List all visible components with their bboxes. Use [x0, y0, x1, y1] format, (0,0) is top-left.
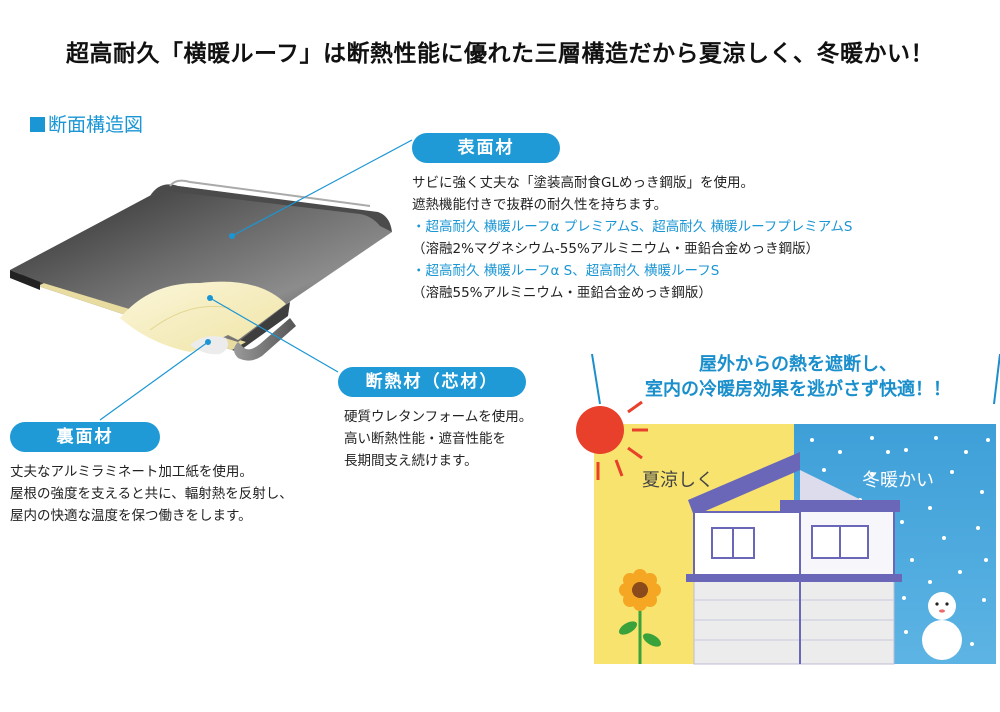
leader-dot-backing — [205, 339, 211, 345]
snowman-icon — [922, 592, 962, 660]
benefit-message: 屋外からの熱を遮断し、 室内の冷暖房効果を逃がさず快適！！ — [600, 352, 996, 402]
house-floor-band — [686, 574, 902, 582]
square-bullet-icon — [30, 117, 45, 132]
house-illustration: 夏涼しく 冬暖かい — [576, 400, 996, 665]
panel-hook — [234, 318, 296, 361]
snow-dots — [810, 436, 990, 646]
winter-label: 冬暖かい — [862, 470, 934, 491]
surface-material-top — [10, 185, 392, 342]
insulation-description: 硬質ウレタンフォームを使用。 高い断熱性能・遮音性能を 長期間支え続けます。 — [344, 406, 532, 472]
benefit-message-line-1: 屋外からの熱を遮断し、 — [699, 354, 897, 375]
backing-line-3: 屋内の快適な温度を保つ働きをします。 — [10, 508, 252, 524]
leader-dot-surface — [229, 233, 235, 239]
panel-rib — [150, 184, 392, 232]
panel-left-edge — [10, 270, 40, 290]
house-roof-left — [688, 452, 800, 516]
sun-icon — [576, 400, 648, 480]
house-roof-right — [780, 500, 900, 512]
surface-line-1: サビに強く丈夫な「塗装高耐食GLめっき鋼版」を使用。 — [412, 175, 754, 191]
message-right-slash — [993, 353, 1000, 405]
roof-panel — [10, 179, 392, 361]
surface-line-3: ・超高耐久 横暖ルーフα プレミアムS、超高耐久 横暖ルーフプレミアムS — [412, 219, 853, 235]
sunflower-icon — [618, 569, 662, 664]
leader-line-surface — [231, 139, 413, 237]
leader-line-insulation — [209, 297, 339, 373]
backing-line-1: 丈夫なアルミラミネート加工紙を使用。 — [10, 464, 253, 480]
surface-line-4: （溶融2%マグネシウム-55%アルミニウム・亜鉛合金めっき鋼版） — [412, 241, 820, 257]
surface-line-2: 遮熱機能付きで抜群の耐久性を持ちます。 — [412, 197, 668, 213]
backing-label: 裏面材 — [10, 422, 160, 452]
insulation-line-2: 高い断熱性能・遮音性能を — [344, 431, 506, 447]
leader-line-backing — [99, 341, 209, 421]
insulation-label: 断熱材（芯材） — [338, 367, 526, 397]
section-title-text: 断面構造図 — [48, 114, 144, 136]
backing-line-2: 屋根の強度を支えると共に、輻射熱を反射し、 — [10, 486, 293, 502]
surface-label: 表面材 — [412, 133, 560, 163]
house-lower-floor — [693, 579, 895, 665]
surface-line-6: （溶融55%アルミニウム・亜鉛合金めっき鋼版） — [412, 285, 712, 301]
message-left-slash — [591, 353, 601, 405]
backing-paper — [190, 336, 228, 355]
section-title: 断面構造図 — [30, 110, 143, 137]
rib-highlight — [169, 179, 371, 207]
backing-description: 丈夫なアルミラミネート加工紙を使用。 屋根の強度を支えると共に、輻射熱を反射し、… — [10, 461, 293, 527]
benefit-message-line-2: 室内の冷暖房効果を逃がさず快適！！ — [645, 379, 951, 400]
insulation-cutaway — [120, 281, 286, 352]
surface-description: サビに強く丈夫な「塗装高耐食GLめっき鋼版」を使用。 遮熱機能付きで抜群の耐久性… — [412, 172, 852, 304]
summer-label: 夏涼しく — [642, 470, 714, 491]
insulation-line-3: 長期間支え続けます。 — [344, 453, 478, 469]
foam-texture — [149, 305, 231, 331]
headline: 超高耐久「横暖ルーフ」は断熱性能に優れた三層構造だから夏涼しく、冬暖かい！ — [65, 41, 935, 67]
insulation-line-1: 硬質ウレタンフォームを使用。 — [344, 409, 533, 425]
surface-line-5: ・超高耐久 横暖ルーフα S、超高耐久 横暖ルーフS — [412, 263, 720, 279]
leader-dot-insulation — [207, 295, 213, 301]
